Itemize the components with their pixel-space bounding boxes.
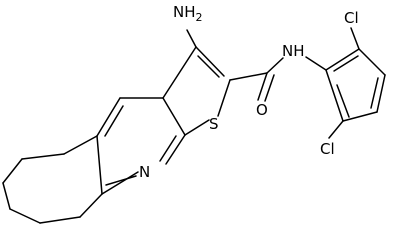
bond — [342, 111, 378, 122]
bond — [195, 46, 225, 77]
bond — [104, 105, 124, 137]
bond — [162, 46, 197, 99]
bond — [197, 55, 220, 78]
bond — [350, 27, 360, 50]
bond — [9, 208, 41, 224]
molecule-structure: NH2 NH O S N Cl Cl — [2, 3, 386, 224]
bond — [328, 120, 344, 139]
bond — [96, 135, 103, 195]
atom-labels: NH2 NH O S N Cl Cl — [139, 3, 359, 181]
bond — [2, 182, 11, 210]
amino-group-label: NH2 — [173, 3, 203, 24]
bond — [370, 77, 379, 109]
thiophene-sulfur-label: S — [209, 115, 219, 133]
bonds — [2, 27, 386, 224]
chlorine-top-label: Cl — [344, 9, 359, 27]
bond — [162, 97, 186, 136]
bond — [2, 158, 23, 184]
bond — [96, 97, 121, 137]
bond — [21, 153, 65, 160]
bond — [159, 135, 177, 162]
bond — [186, 29, 197, 48]
bond — [217, 79, 231, 117]
pyridine-nitrogen-label: N — [139, 163, 150, 181]
bond — [229, 72, 268, 81]
bond — [184, 119, 210, 136]
bond — [376, 74, 386, 113]
bond — [325, 48, 360, 71]
bond — [264, 74, 275, 102]
bond — [336, 84, 350, 118]
bond — [79, 193, 103, 218]
chlorine-bottom-label: Cl — [320, 140, 335, 158]
bond — [257, 72, 268, 101]
bond — [358, 48, 386, 76]
bond — [333, 55, 359, 72]
bond — [305, 56, 327, 71]
carbonyl-oxygen-label: O — [256, 101, 268, 119]
bond — [63, 135, 98, 155]
bond — [105, 175, 137, 186]
bond — [165, 134, 186, 165]
bond — [325, 69, 344, 122]
bond — [266, 57, 284, 74]
bond — [39, 216, 81, 224]
amide-nh-label: NH — [282, 42, 305, 60]
bond — [101, 171, 139, 195]
